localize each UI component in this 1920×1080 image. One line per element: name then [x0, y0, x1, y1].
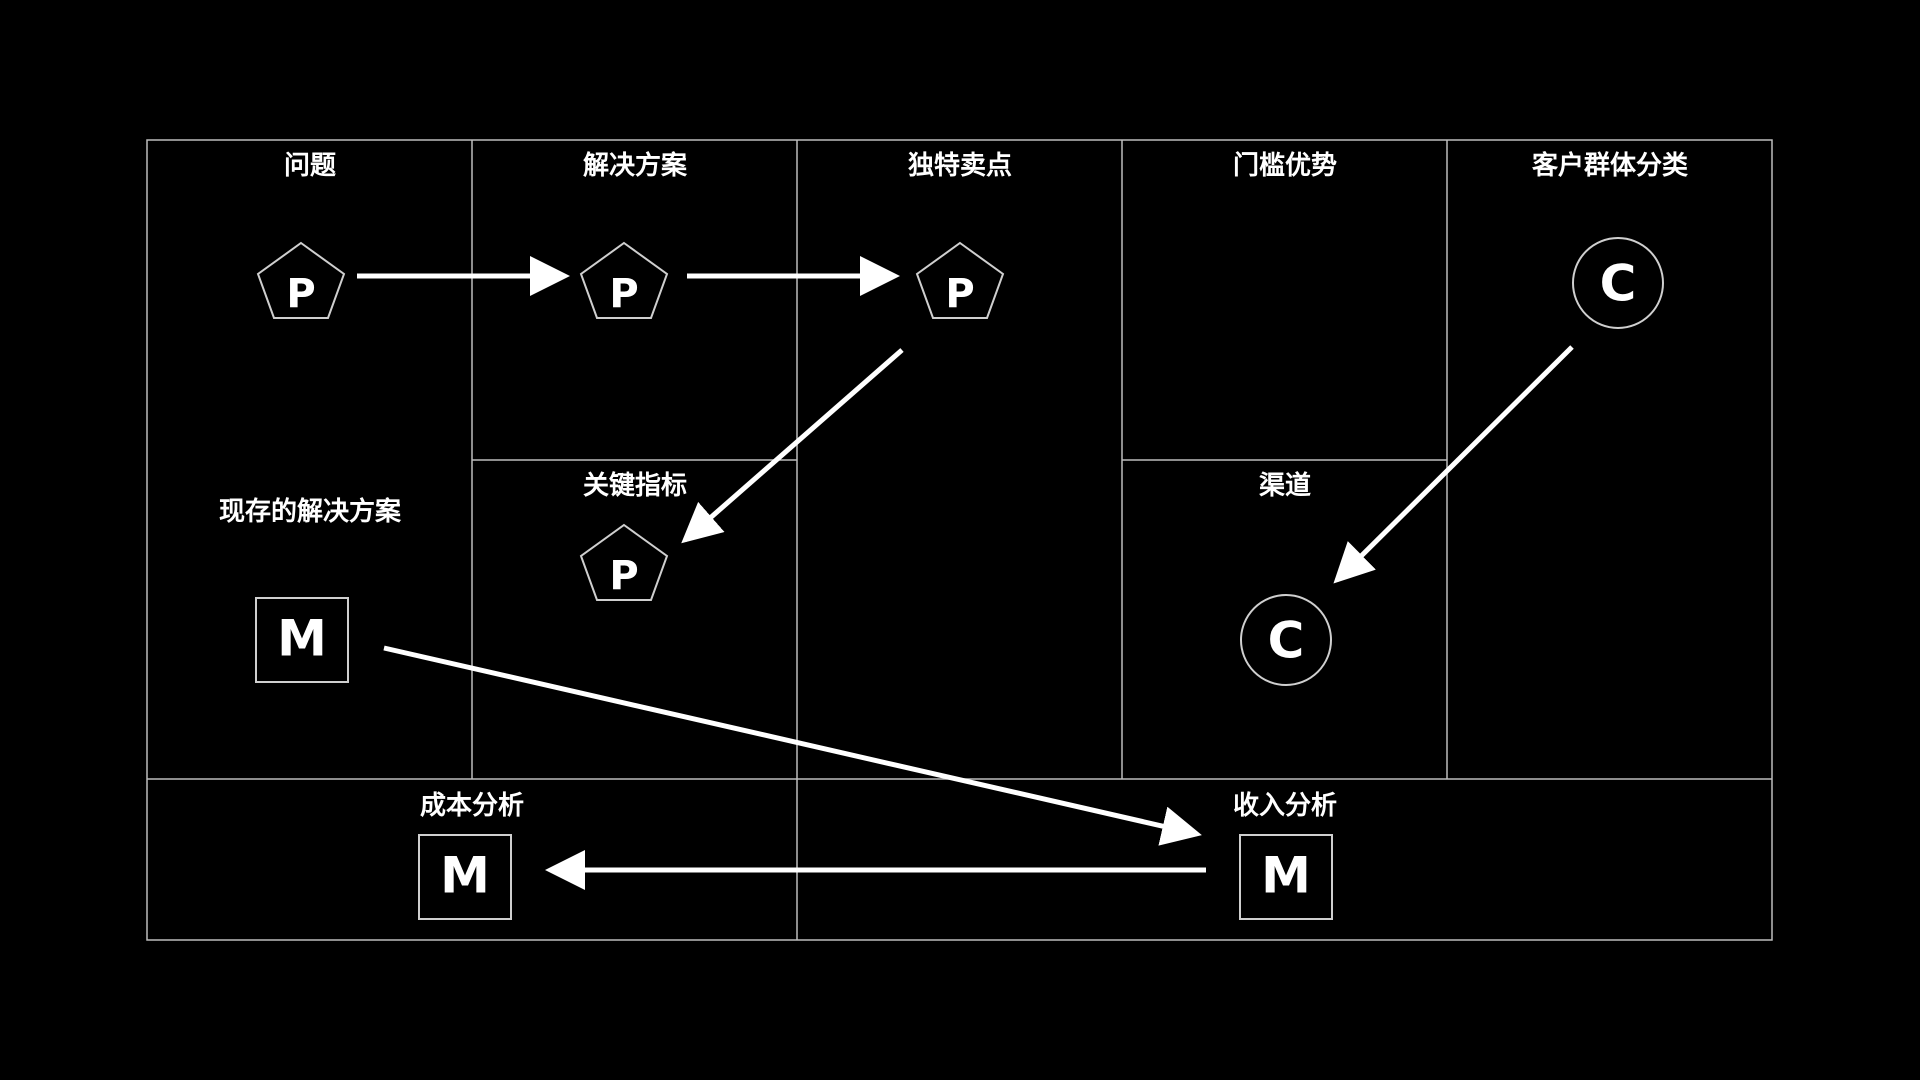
circle-node-customer-segments: C: [1572, 237, 1664, 329]
label-key-metrics: 关键指标: [583, 470, 687, 501]
label-customer-segments: 客户群体分类: [1532, 150, 1688, 181]
label-unique-value-proposition: 独特卖点: [908, 150, 1012, 181]
square-node-existing-alternatives: M: [255, 597, 349, 683]
arrow-alternatives-to-revenue: [383, 645, 1202, 846]
node-letter: C: [1600, 255, 1637, 313]
node-letter: P: [286, 271, 315, 317]
label-solution: 解决方案: [583, 150, 688, 181]
arrow-uvp-to-key-metrics: [681, 348, 904, 544]
label-cost-structure: 成本分析: [420, 791, 524, 821]
pentagon-icon: [256, 241, 346, 319]
pentagon-node-unique-value-proposition: P: [915, 241, 1005, 319]
pentagon-node-problem: P: [256, 241, 346, 319]
label-problem: 问题: [284, 151, 336, 181]
flow-nodes: P P P P C C: [255, 237, 1664, 920]
square-icon: [1239, 834, 1333, 920]
square-icon: [418, 834, 512, 920]
node-letter: M: [277, 610, 327, 668]
square-icon: [255, 597, 349, 683]
cell-labels: 问题 现存的解决方案 解决方案 关键指标 独特卖点 门槛优势 渠道 客户群体分类…: [219, 150, 1688, 821]
pentagon-node-solution: P: [579, 241, 669, 319]
node-letter: M: [440, 847, 490, 905]
label-existing-alternatives: 现存的解决方案: [219, 496, 402, 527]
node-letter: M: [1261, 847, 1311, 905]
pentagon-icon: [579, 523, 669, 601]
square-node-revenue-streams: M: [1239, 834, 1333, 920]
node-letter: P: [945, 271, 974, 317]
pentagon-icon: [579, 241, 669, 319]
circle-icon: [1240, 594, 1332, 686]
label-unfair-advantage: 门槛优势: [1233, 151, 1337, 181]
square-node-cost-structure: M: [418, 834, 512, 920]
pentagon-icon: [915, 241, 1005, 319]
node-letter: P: [609, 553, 638, 599]
label-revenue-streams: 收入分析: [1233, 791, 1337, 821]
label-channels: 渠道: [1259, 470, 1311, 501]
node-letter: C: [1268, 612, 1305, 670]
node-letter: P: [609, 271, 638, 317]
flow-arrows: [357, 256, 1574, 890]
arrow-segments-to-channels: [1333, 345, 1574, 584]
circle-icon: [1572, 237, 1664, 329]
pentagon-node-key-metrics: P: [579, 523, 669, 601]
circle-node-channels: C: [1240, 594, 1332, 686]
canvas-border: [146, 139, 1773, 941]
